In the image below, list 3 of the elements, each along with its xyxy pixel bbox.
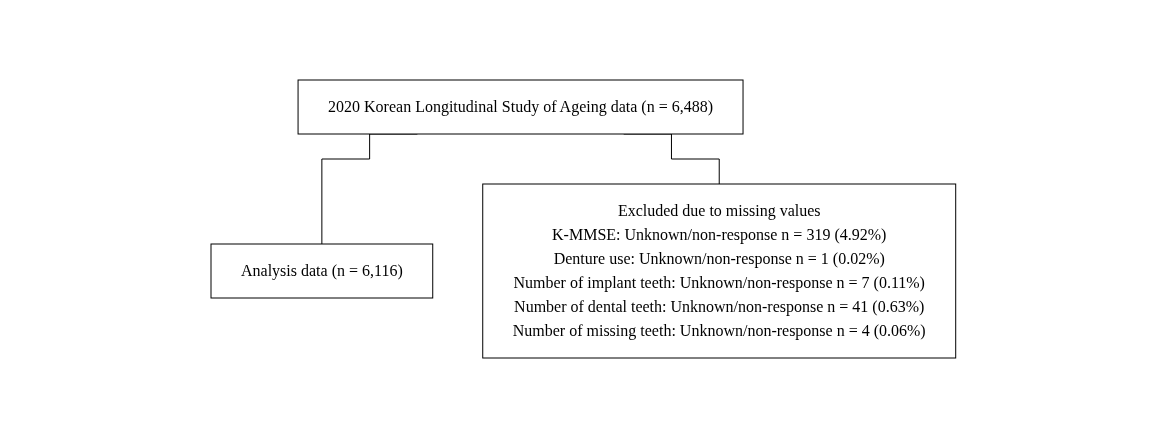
node-box: 2020 Korean Longitudinal Study of Ageing data (n = 6,488) [297, 79, 744, 135]
node-box: Analysis data (n = 6,116) [210, 243, 434, 299]
node-box: Excluded due to missing values K-MMSE: Unknown/non-response n = 319 (4.92%) Denture use: Unknown/non-response n = 1 (0.02%) Number of implant teeth: Unknown/non-response n = 7 (0.11%) Number of dental teeth: Unknown/non-response n = 41 (0.63%) Number of missing teeth: Unknown/non-response n = 4 (0.06%) [482, 183, 957, 359]
